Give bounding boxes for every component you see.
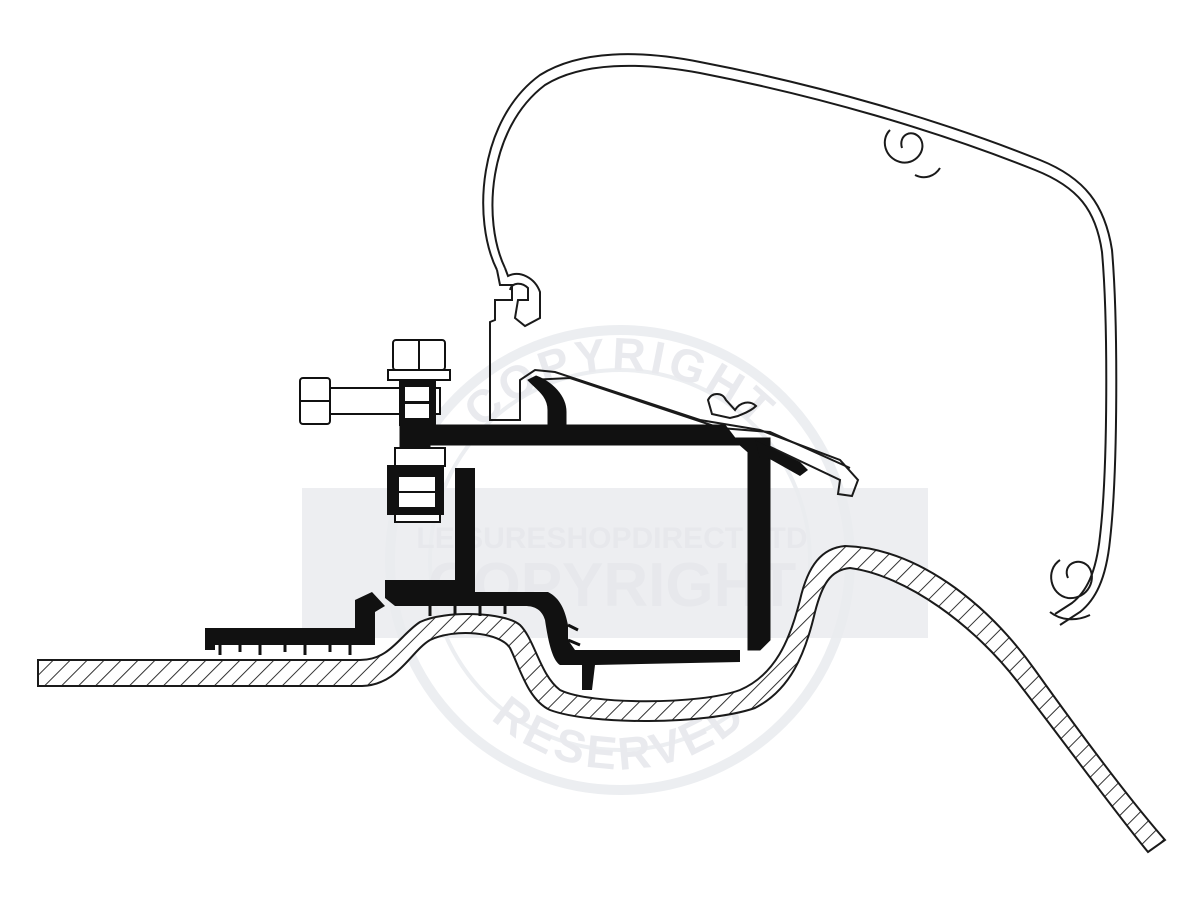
adapter-main-profile	[399, 375, 771, 651]
cassette-front-channel	[489, 269, 860, 498]
awning-cassette	[482, 53, 1118, 626]
bolt-washer-top	[387, 369, 451, 381]
watermark-line2: COPYRIGHT	[428, 551, 797, 620]
vehicle-roof-section	[37, 544, 1167, 854]
adapter-foot	[205, 592, 385, 650]
bolt-washer-bottom	[394, 513, 441, 523]
watermark-line1: LEISURESHOPDIRECT LTD	[416, 522, 807, 555]
adapter-left-wall	[385, 468, 740, 690]
bolt-nut-upper	[399, 379, 436, 426]
bolt-washer-lower	[394, 447, 446, 467]
cassette-clip	[504, 267, 541, 328]
adapter-foot-teeth	[218, 645, 352, 655]
cassette-lower-hook	[1049, 559, 1093, 621]
cassette-upper-hook	[883, 129, 941, 179]
cassette-inner-shell	[491, 64, 1108, 615]
cassette-seal-detail	[706, 393, 758, 420]
fasteners	[299, 339, 451, 523]
cassette-outer-shell	[482, 53, 1118, 626]
adapter-rail	[205, 375, 808, 690]
adapter-wall-teeth	[428, 606, 737, 662]
adapter-clamp-plate	[755, 440, 808, 476]
roof-panel-hatched	[37, 544, 1167, 854]
